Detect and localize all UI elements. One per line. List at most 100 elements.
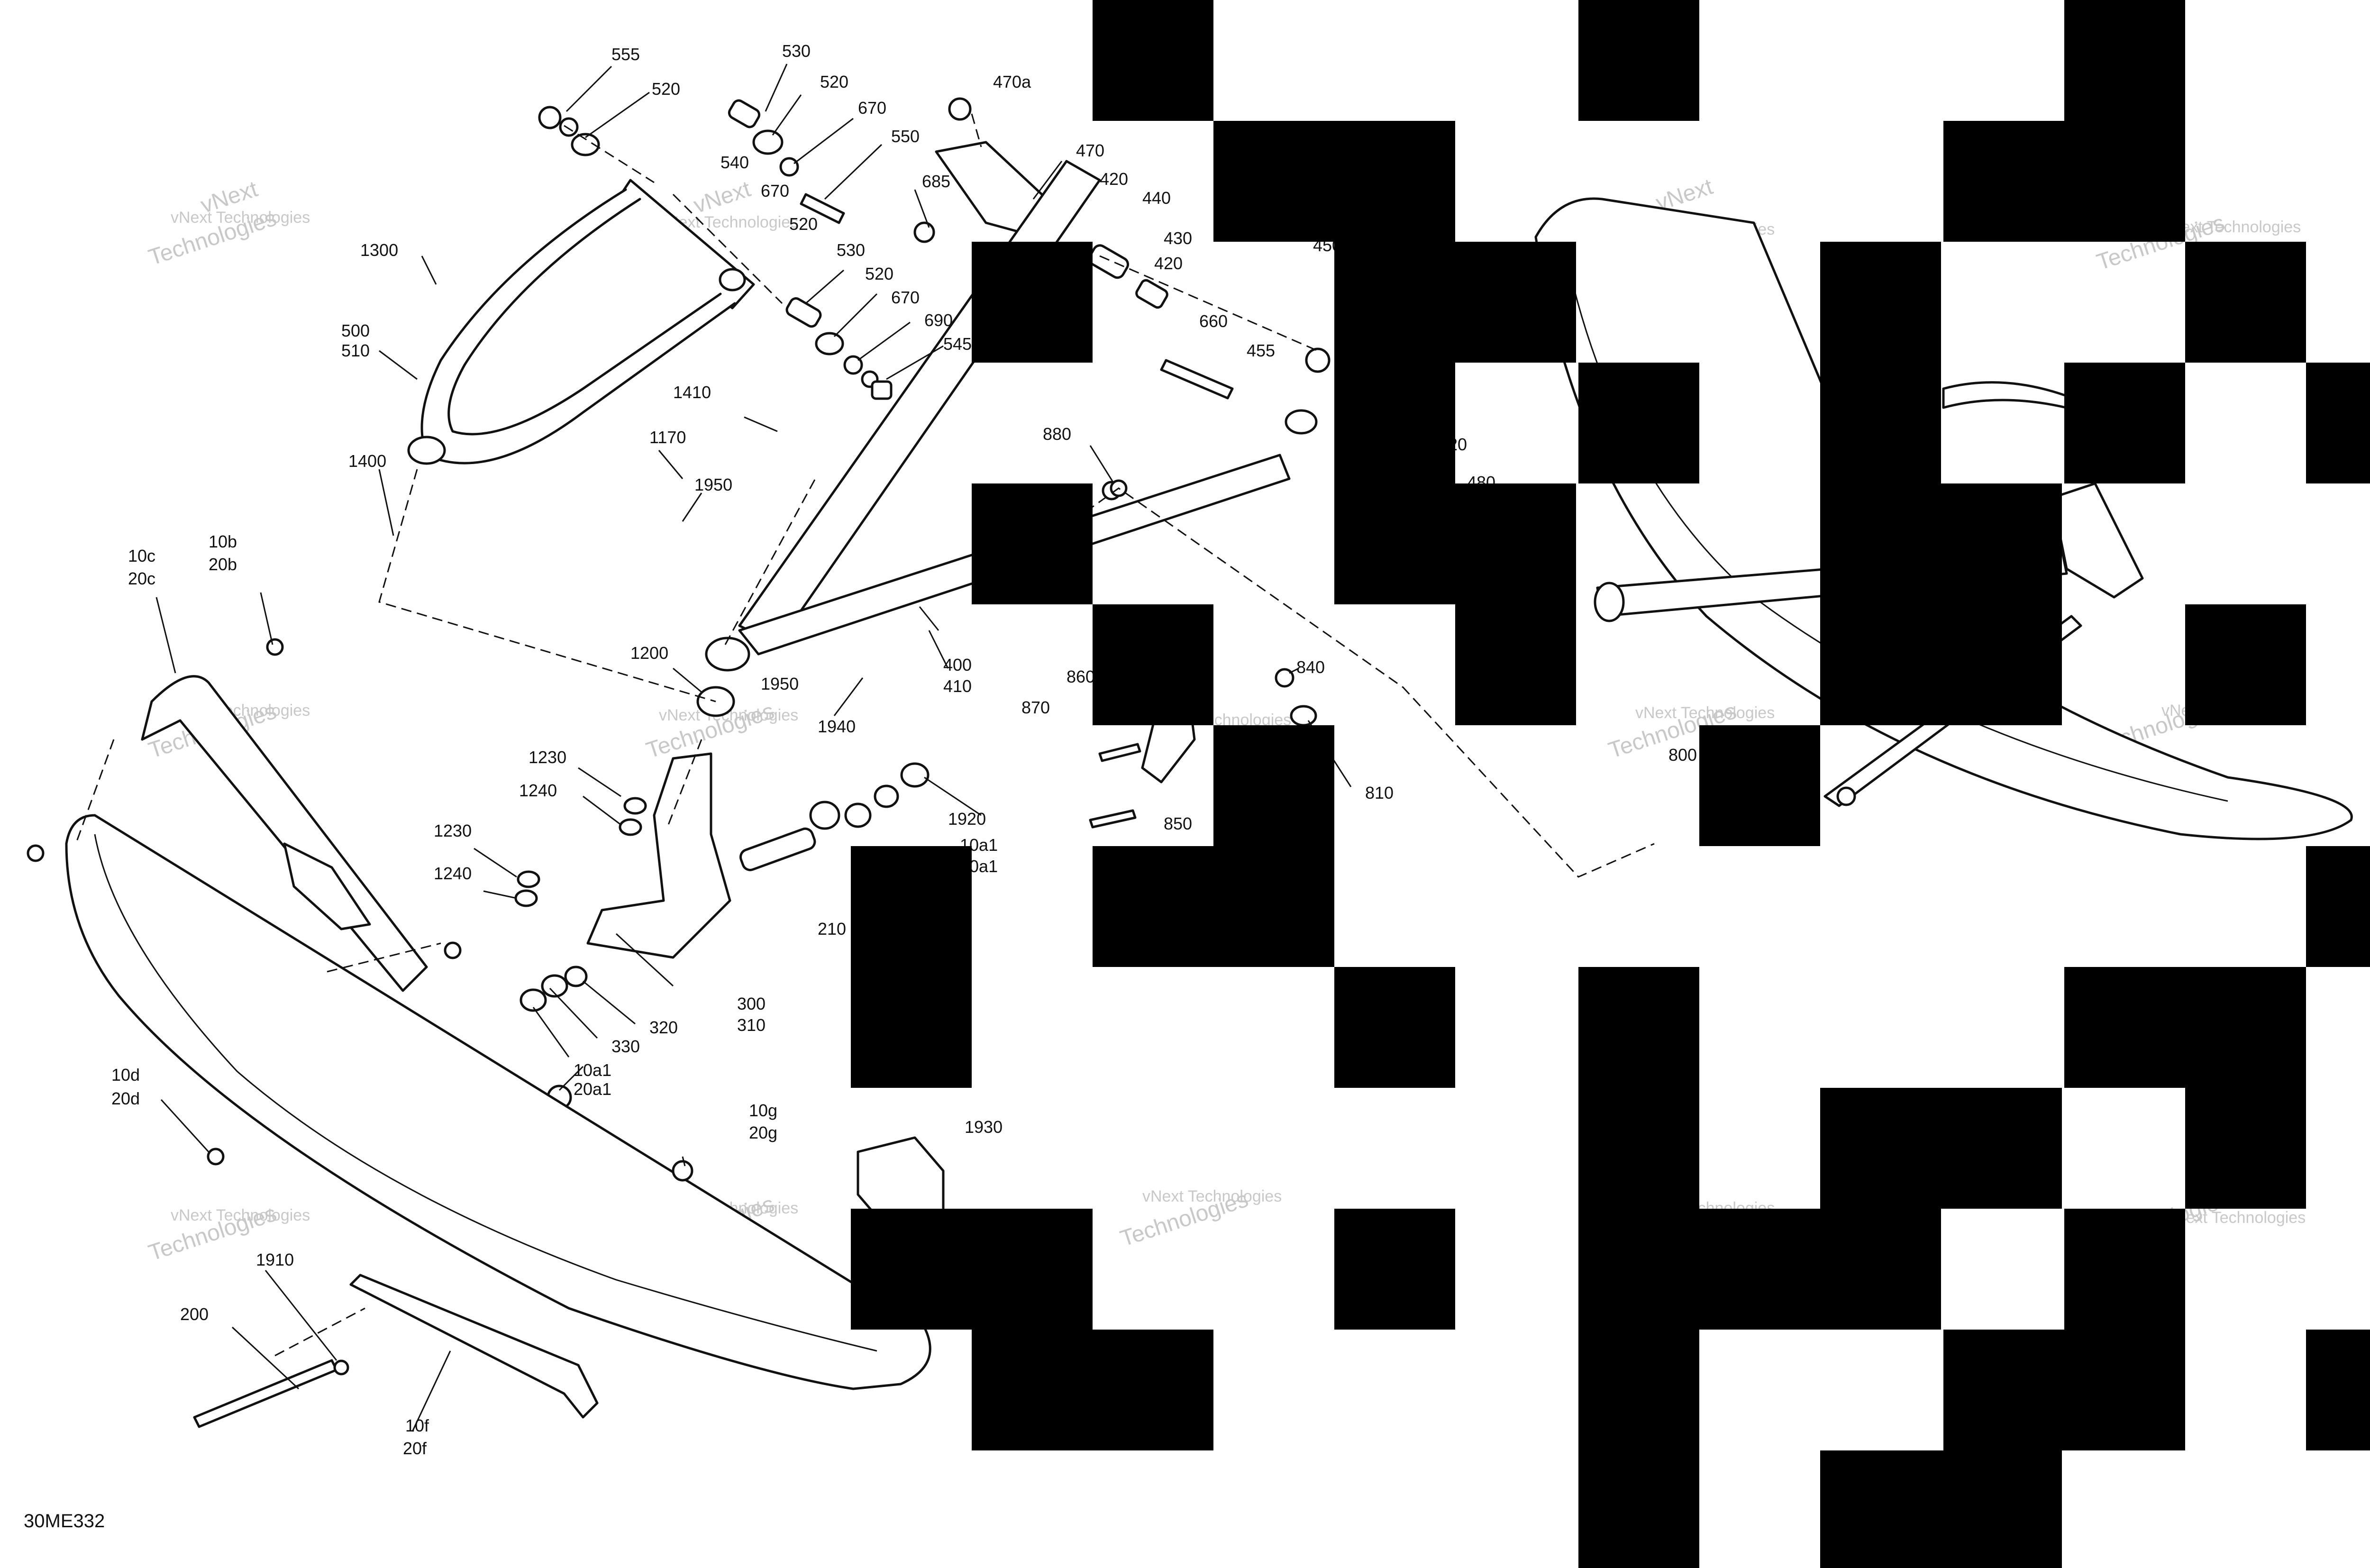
- leader-line: [578, 767, 621, 797]
- ski-runner: [349, 1274, 599, 1419]
- lower-arm-socket: [705, 637, 750, 672]
- callout-530: 530: [782, 41, 811, 61]
- leader-line: [549, 987, 598, 1039]
- redaction-block: [1455, 604, 1576, 725]
- leader-line: [264, 1270, 337, 1361]
- callout-420: 420: [1154, 254, 1183, 273]
- callout-20d: 20d: [111, 1089, 140, 1108]
- leader-line: [260, 592, 273, 645]
- callout-540: 540: [720, 153, 749, 172]
- leader-line: [886, 345, 944, 380]
- redaction-block: [1699, 725, 1820, 846]
- callout-20b: 20b: [209, 555, 237, 574]
- guide-line: [378, 469, 716, 702]
- callout-420: 420: [1100, 169, 1128, 189]
- nut: [900, 762, 930, 788]
- nut: [538, 106, 562, 129]
- callout-1300: 1300: [360, 240, 398, 260]
- leader-line: [155, 597, 176, 674]
- redaction-block: [972, 242, 1093, 363]
- leader-line: [1032, 161, 1063, 200]
- bushing: [815, 332, 844, 356]
- ski-body: [65, 814, 931, 1390]
- bolt-head: [444, 941, 462, 959]
- callout-520: 520: [865, 264, 893, 283]
- callout-1240: 1240: [519, 781, 557, 800]
- guide-line: [1085, 487, 1655, 878]
- washer: [623, 797, 647, 815]
- guide-line: [564, 125, 655, 183]
- callout-1910: 1910: [256, 1250, 294, 1269]
- a-arm-ball-socket: [407, 436, 446, 465]
- redaction-block: [1213, 725, 1334, 967]
- callout-labels: 555 530 520 520 470a 670 550 470 540 420…: [111, 41, 1697, 1458]
- redaction-block: [851, 846, 972, 1088]
- redaction-block: [1578, 363, 1699, 483]
- callout-300: 300: [737, 994, 766, 1013]
- callout-410: 410: [943, 676, 972, 696]
- guide-line: [971, 113, 982, 147]
- leader-line: [421, 255, 437, 285]
- redaction-block: [972, 483, 1093, 604]
- leader-line: [805, 269, 844, 304]
- redaction-block: [1941, 483, 2062, 725]
- redaction-block: [1093, 846, 1213, 967]
- leader-line: [474, 848, 517, 878]
- assembled-nut: [1836, 786, 1856, 806]
- leader-line: [615, 933, 674, 987]
- diagram-reference-code: 30ME332: [24, 1511, 105, 1532]
- callout-10f: 10f: [405, 1416, 429, 1435]
- callout-310: 310: [737, 1015, 766, 1035]
- watermark: vNext Technologies Technologies: [1117, 1186, 1282, 1251]
- washer: [779, 157, 799, 177]
- callout-670: 670: [761, 181, 789, 201]
- assembled-bushing: [1594, 582, 1625, 622]
- callout-510: 510: [341, 341, 370, 360]
- washer: [520, 988, 547, 1012]
- callout-400: 400: [943, 655, 972, 675]
- redaction-block: [851, 1209, 1093, 1330]
- bushing: [1290, 705, 1317, 727]
- redaction-block: [1578, 1450, 1699, 1568]
- redaction-block: [1093, 604, 1213, 725]
- callout-20f: 20f: [403, 1439, 427, 1458]
- callout-430: 430: [1164, 228, 1192, 248]
- callout-545: 545: [943, 334, 972, 354]
- bolt: [800, 193, 845, 224]
- callout-1410: 1410: [673, 383, 711, 402]
- svg-text:vNext: vNext: [691, 176, 754, 218]
- bolt: [1160, 359, 1234, 400]
- washer: [333, 1359, 349, 1376]
- washer: [564, 966, 588, 987]
- callout-20a1: 20a1: [574, 1079, 611, 1099]
- redaction-block: [2064, 967, 2306, 1088]
- callout-330: 330: [611, 1037, 640, 1056]
- guide-line: [672, 193, 783, 304]
- callout-520: 520: [820, 72, 848, 91]
- washer: [843, 355, 863, 375]
- callout-840: 840: [1296, 657, 1325, 677]
- leader-line: [682, 1156, 686, 1167]
- callout-10c: 10c: [128, 546, 155, 565]
- callout-685: 685: [922, 172, 950, 191]
- leader-line: [744, 416, 778, 432]
- bushing: [541, 974, 568, 998]
- bolt-head: [207, 1148, 225, 1166]
- callout-500: 500: [341, 321, 370, 340]
- leader-line: [658, 450, 684, 479]
- callout-10g: 10g: [749, 1101, 777, 1120]
- ski-leg: [586, 752, 731, 959]
- leader-line: [585, 91, 650, 138]
- callout-530: 530: [837, 240, 865, 260]
- callout-1200: 1200: [630, 643, 668, 663]
- redaction-blocks: [851, 0, 2370, 1568]
- leader-line: [824, 144, 883, 200]
- leader-line: [793, 118, 854, 164]
- leader-line: [1089, 445, 1115, 484]
- ski-leg-spindle: [514, 686, 930, 1110]
- bushing: [719, 268, 746, 292]
- leader-line: [583, 795, 621, 826]
- leader-line: [483, 890, 517, 899]
- callout-810: 810: [1365, 783, 1394, 802]
